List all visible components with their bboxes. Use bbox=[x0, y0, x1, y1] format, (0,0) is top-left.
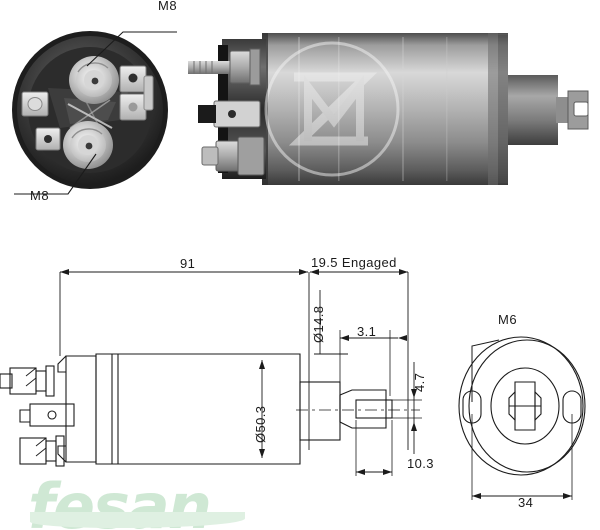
dim-label-dia-14-8: Ø14.8 bbox=[311, 305, 326, 343]
end-view-inner-boss bbox=[490, 367, 560, 445]
end-view-outer-circle-2 bbox=[468, 339, 586, 473]
solenoid-section-drawing bbox=[0, 269, 422, 476]
dim-label-34: 34 bbox=[518, 495, 534, 510]
m8-bottom-label: M8 bbox=[30, 188, 50, 203]
dim-label-4-7: 4.7 bbox=[412, 372, 427, 392]
fesan-watermark-swoosh bbox=[30, 512, 245, 528]
plunger-shaft bbox=[339, 389, 387, 429]
m6-hole-left bbox=[462, 390, 482, 424]
plunger-housing bbox=[299, 381, 341, 441]
solenoid-side-view-photo bbox=[188, 25, 589, 197]
dim-label-91: 91 bbox=[180, 256, 196, 271]
m8-top-leader-line bbox=[86, 31, 177, 67]
body-left-flange bbox=[65, 355, 97, 463]
zm-logo-watermark bbox=[264, 41, 400, 177]
end-view-outer-circle bbox=[458, 336, 584, 476]
dim-label-19-5-engaged: 19.5 Engaged bbox=[311, 255, 397, 270]
m6-callout-label: M6 bbox=[498, 312, 518, 327]
m6-hole-right bbox=[562, 390, 582, 424]
solenoid-front-view-photo bbox=[8, 28, 173, 193]
plunger-eyelet bbox=[355, 399, 393, 419]
m8-bottom-leader-line bbox=[14, 153, 97, 195]
dim-label-3-1: 3.1 bbox=[357, 324, 377, 339]
middle-spade-terminal bbox=[29, 403, 75, 427]
dim-label-10-3: 10.3 bbox=[407, 456, 434, 471]
m8-top-label: M8 bbox=[158, 0, 178, 13]
body-can bbox=[95, 353, 301, 465]
dim-label-dia-50-3: Ø50.3 bbox=[253, 405, 268, 443]
m6-leader-line bbox=[471, 339, 500, 402]
solenoid-end-view-drawing bbox=[458, 336, 586, 500]
